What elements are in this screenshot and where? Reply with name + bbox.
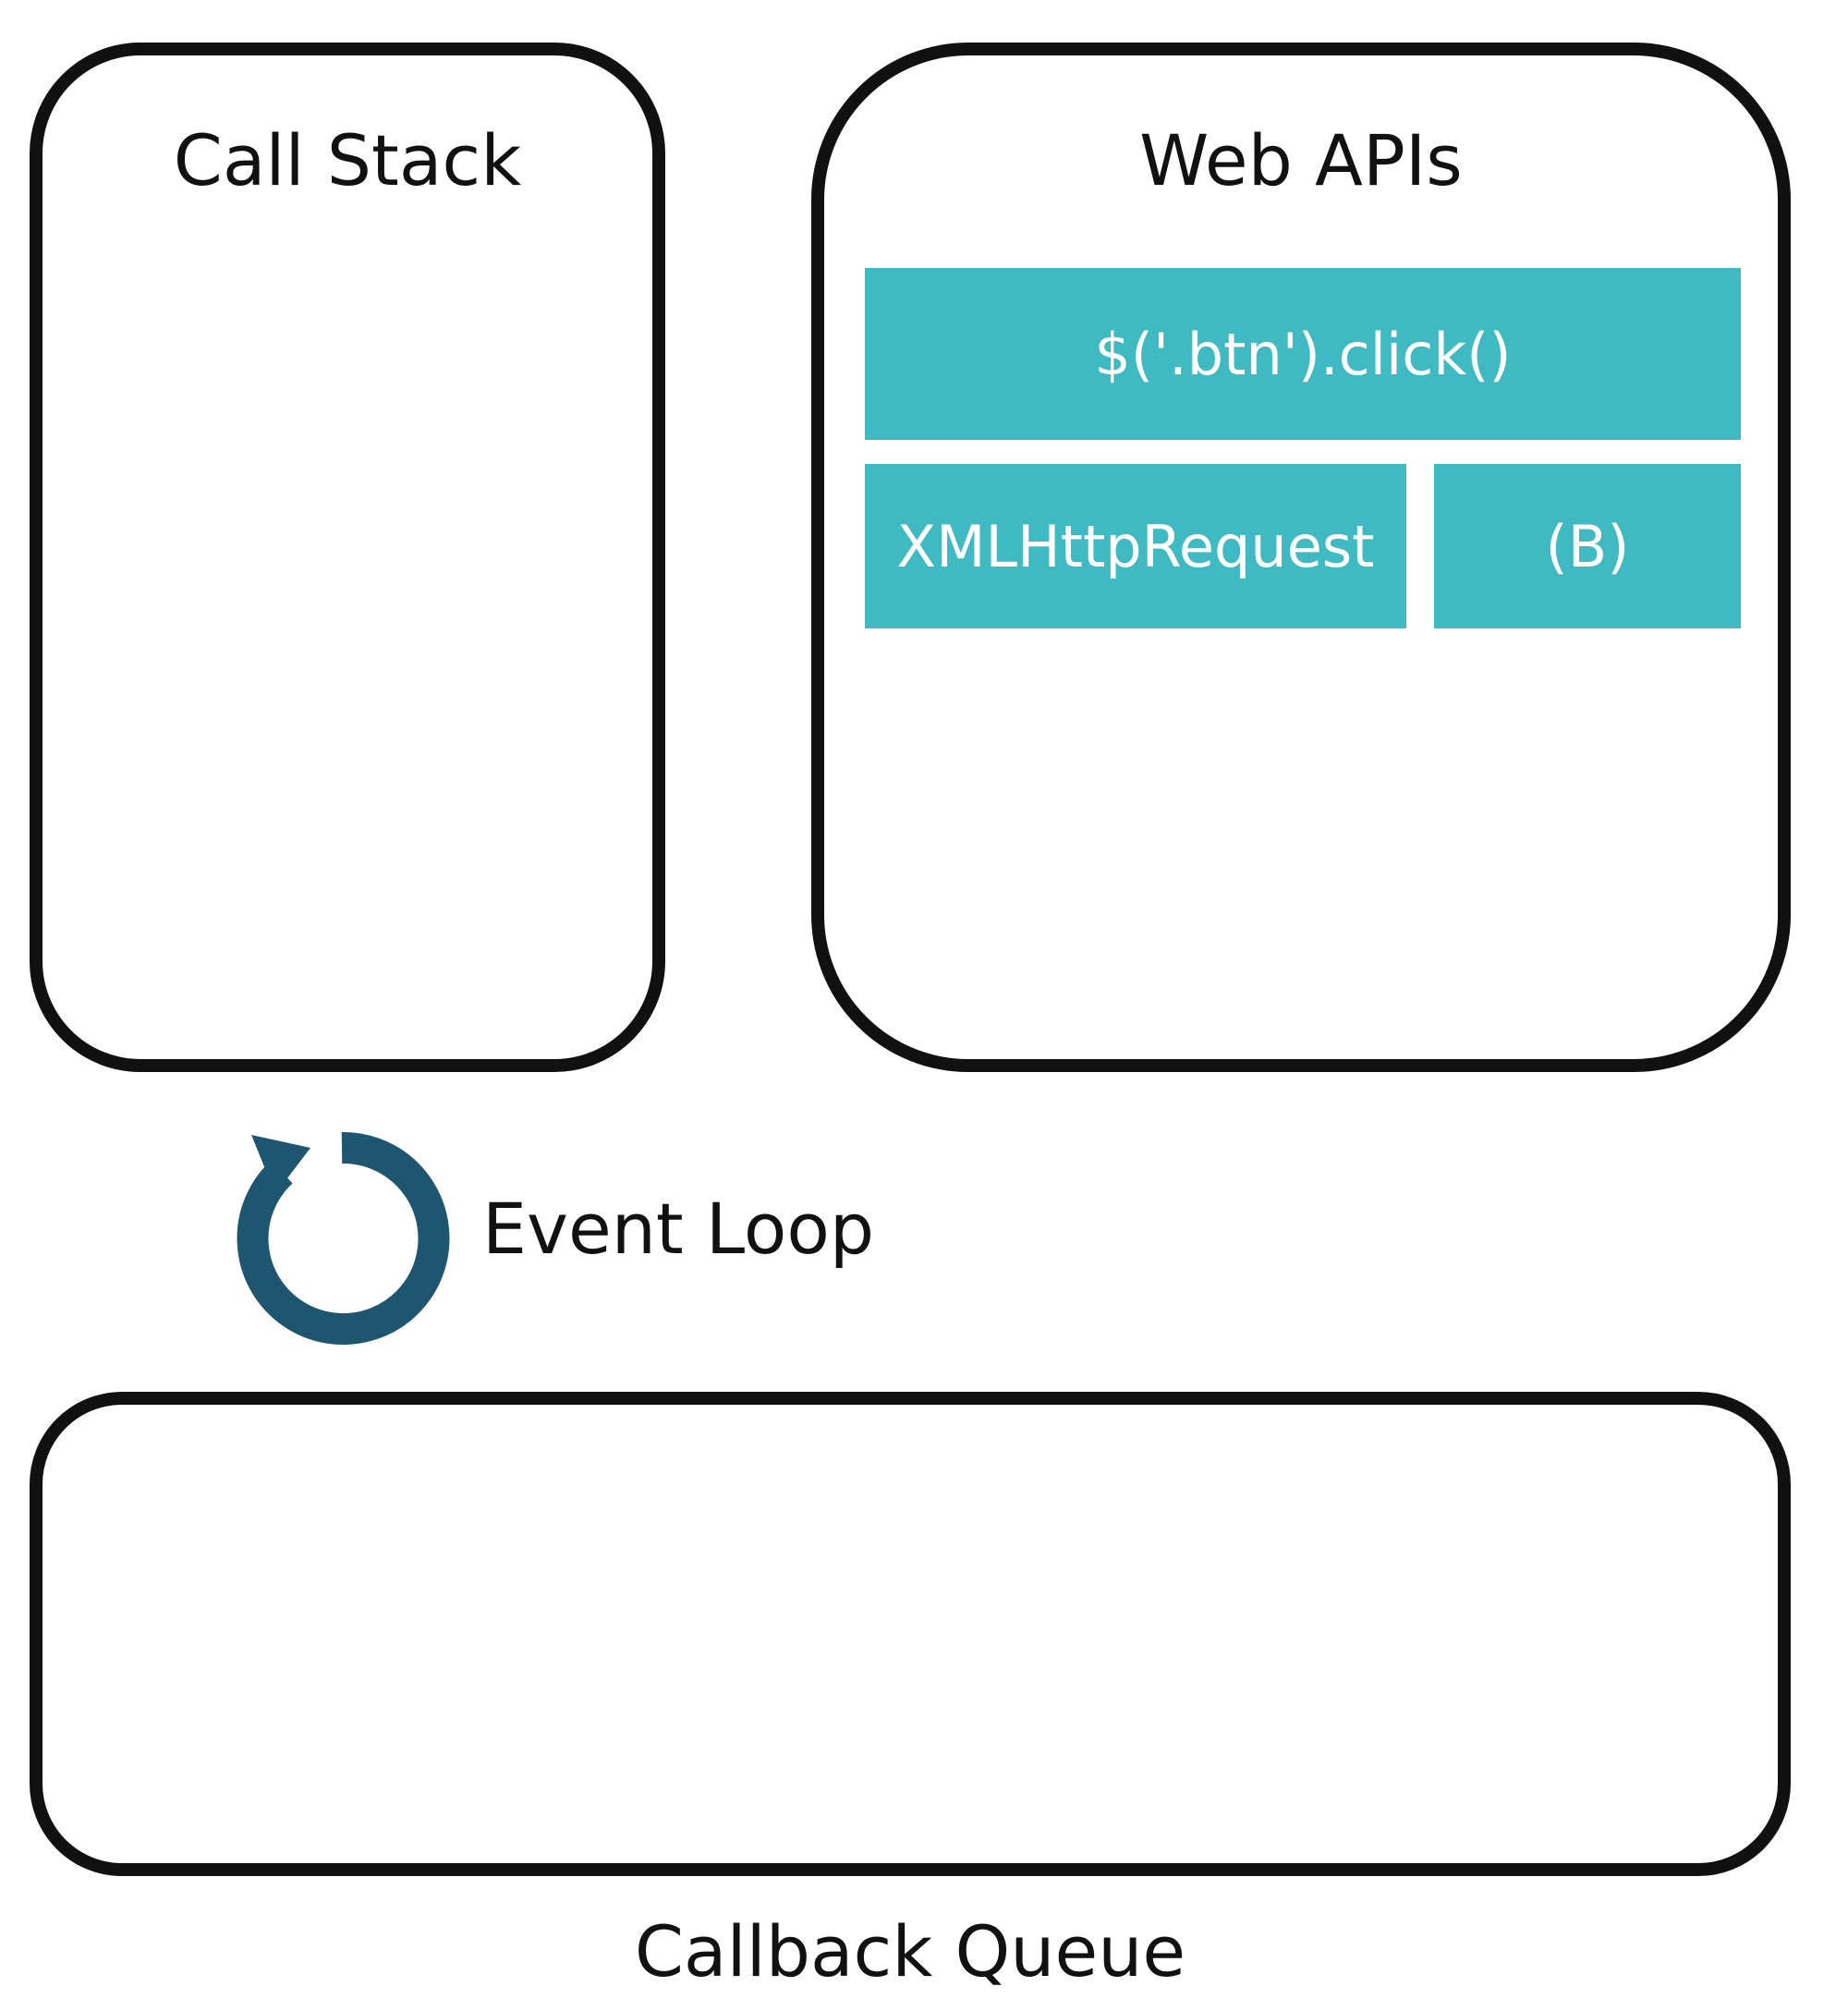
api-block-btn-click: $('.btn').click() [865, 268, 1741, 440]
call-stack-title: Call Stack [173, 119, 522, 201]
api-block-xmlhttprequest: XMLHttpRequest [865, 464, 1406, 628]
callback-queue-panel [30, 1392, 1791, 1876]
event-loop-label: Event Loop [482, 1188, 875, 1270]
callback-queue-label: Callback Queue [634, 1910, 1186, 1993]
api-block-b: (B) [1434, 464, 1741, 628]
call-stack-panel: Call Stack [30, 43, 665, 1072]
circular-arrow-icon [237, 1131, 450, 1345]
web-apis-title: Web APIs [1139, 119, 1463, 201]
